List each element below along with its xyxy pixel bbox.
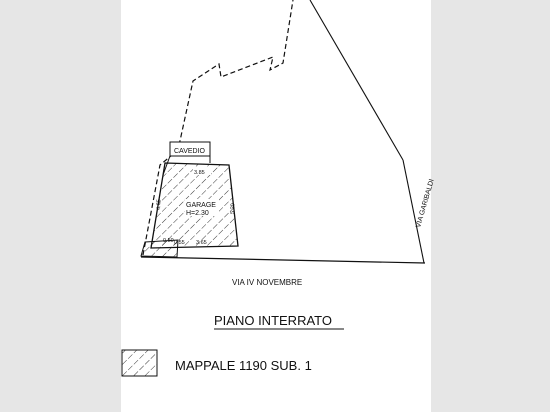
height-label: H=2.30 bbox=[186, 210, 209, 217]
legend-text: MAPPALE 1190 SUB. 1 bbox=[175, 358, 312, 373]
dim-top-bg bbox=[193, 167, 211, 175]
legend-hatch-swatch bbox=[121, 349, 158, 377]
street-line bbox=[140, 256, 426, 264]
dim-bottom-small-1: 0.50 bbox=[163, 238, 174, 244]
property-line-right bbox=[402, 159, 425, 264]
garage-small-area bbox=[140, 239, 179, 258]
garage-label-bg bbox=[185, 199, 219, 216]
property-line-diagonal bbox=[309, 0, 404, 161]
lot-boundary-dashed bbox=[142, 0, 294, 256]
dim-bottom: 3.65 bbox=[196, 240, 207, 246]
floor-title: PIANO INTERRATO bbox=[214, 313, 332, 328]
street-label-right: VIA GARIBALDI bbox=[415, 178, 436, 228]
street-label-bottom: VIA IV NOVEMBRE bbox=[232, 278, 302, 287]
dim-bottom-small-2: 0.55 bbox=[174, 240, 185, 246]
garage-label: GARAGE bbox=[186, 202, 216, 209]
cavedio-label: CAVEDIO bbox=[174, 148, 206, 155]
cavedio-box bbox=[169, 141, 211, 157]
dim-top: 3.85 bbox=[194, 170, 205, 176]
dim-left: 4.65 bbox=[156, 199, 162, 210]
dim-right: 5.20 bbox=[230, 203, 236, 214]
